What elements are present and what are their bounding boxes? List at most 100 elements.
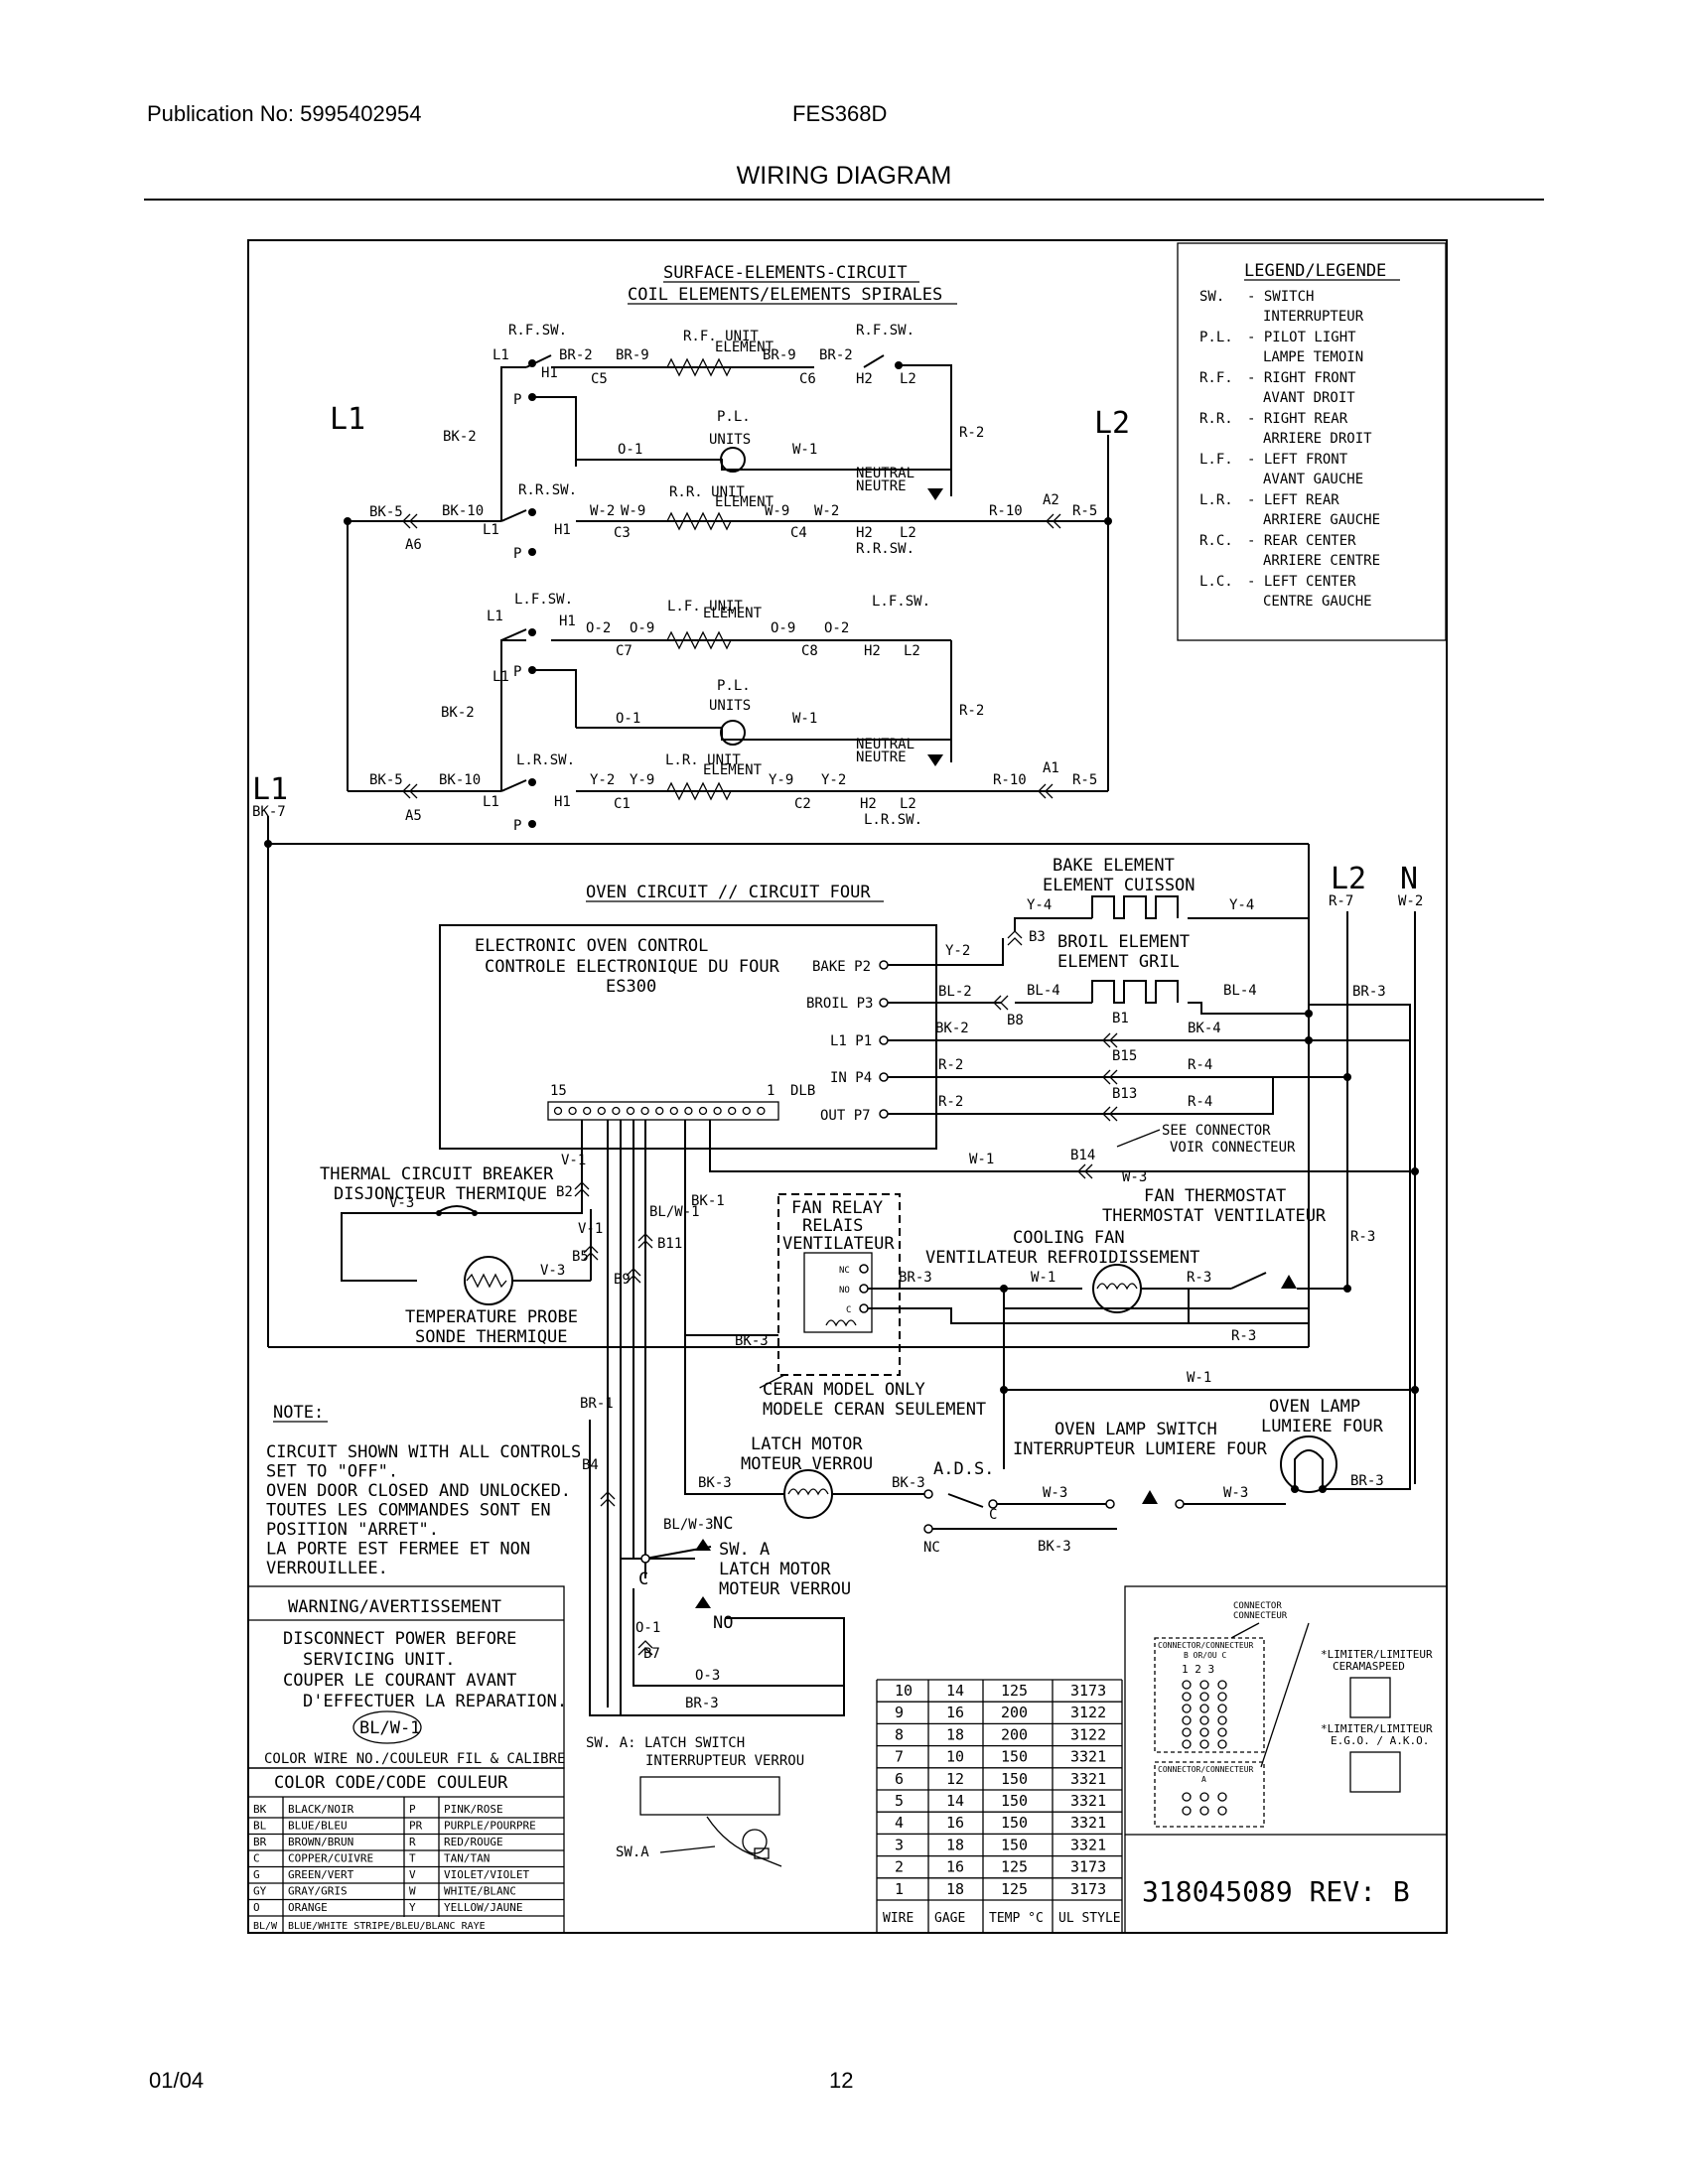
svg-text:O-1: O-1 bbox=[635, 1620, 660, 1636]
svg-text:O-2: O-2 bbox=[824, 620, 849, 636]
svg-text:BR-3: BR-3 bbox=[1350, 1473, 1384, 1489]
legend-text: - LEFT REAR bbox=[1247, 492, 1339, 508]
svg-text:Y-4: Y-4 bbox=[1229, 897, 1254, 913]
svg-text:W-2: W-2 bbox=[590, 503, 615, 519]
svg-text:L1: L1 bbox=[492, 669, 509, 685]
svg-text:NEUTRAL: NEUTRAL bbox=[856, 737, 914, 752]
svg-text:V-1: V-1 bbox=[578, 1221, 603, 1237]
svg-text:L.F.SW.: L.F.SW. bbox=[872, 594, 930, 610]
oven-circuit: L1 BK-7 OVEN CIRCUIT // CIRCUIT FOUR L2 … bbox=[252, 772, 1423, 1867]
svg-text:BK-10: BK-10 bbox=[442, 503, 484, 519]
color-abbr: P bbox=[409, 1803, 416, 1816]
gage-cell: 3173 bbox=[1070, 1682, 1106, 1700]
svg-text:B13: B13 bbox=[1112, 1086, 1137, 1102]
svg-text:B3: B3 bbox=[1029, 929, 1046, 945]
svg-text:ELEMENT GRIL: ELEMENT GRIL bbox=[1057, 952, 1180, 972]
svg-text:R-10: R-10 bbox=[993, 772, 1027, 788]
svg-text:C3: C3 bbox=[614, 525, 631, 541]
svg-text:L1: L1 bbox=[483, 522, 499, 538]
svg-text:R-3: R-3 bbox=[1350, 1229, 1375, 1245]
svg-text:FAN RELAY: FAN RELAY bbox=[791, 1198, 883, 1218]
svg-text:BK-5: BK-5 bbox=[369, 504, 403, 520]
svg-text:B7: B7 bbox=[643, 1646, 660, 1662]
gage-cell: 150 bbox=[1001, 1770, 1028, 1788]
svg-text:BR-3: BR-3 bbox=[685, 1696, 719, 1711]
gage-cell: 18 bbox=[946, 1880, 964, 1898]
note-line: OVEN DOOR CLOSED AND UNLOCKED. bbox=[266, 1481, 571, 1501]
surface-l2-label: L2 bbox=[1094, 406, 1130, 441]
svg-text:CONNECTOR: CONNECTOR bbox=[1233, 1601, 1282, 1611]
svg-text:BROIL ELEMENT: BROIL ELEMENT bbox=[1057, 932, 1190, 952]
gage-cell: 7 bbox=[895, 1748, 904, 1766]
svg-text:BK-10: BK-10 bbox=[439, 772, 481, 788]
legend-text-fr: ARRIERE GAUCHE bbox=[1263, 512, 1380, 528]
gage-cell: 3122 bbox=[1070, 1704, 1106, 1721]
svg-text:L1: L1 bbox=[487, 609, 503, 624]
svg-text:B1: B1 bbox=[1112, 1011, 1129, 1026]
color-abbr: G bbox=[253, 1868, 260, 1881]
svg-text:L1: L1 bbox=[492, 347, 509, 363]
svg-text:ELEMENT CUISSON: ELEMENT CUISSON bbox=[1043, 876, 1196, 895]
publication-number: Publication No: 5995402954 bbox=[147, 101, 422, 126]
svg-text:Y-4: Y-4 bbox=[1027, 897, 1052, 913]
svg-text:L1: L1 bbox=[483, 794, 499, 810]
svg-text:R-5: R-5 bbox=[1072, 503, 1097, 519]
legend-abbr: L.C. bbox=[1199, 574, 1233, 590]
svg-text:OUT P7: OUT P7 bbox=[820, 1108, 871, 1124]
svg-text:BL/W-1: BL/W-1 bbox=[649, 1204, 700, 1220]
svg-text:BK-3: BK-3 bbox=[698, 1475, 732, 1491]
color-abbr: O bbox=[253, 1901, 260, 1914]
gage-cell: 3173 bbox=[1070, 1880, 1106, 1898]
svg-text:W-1: W-1 bbox=[1031, 1270, 1055, 1286]
svg-text:L.F. UNIT: L.F. UNIT bbox=[667, 599, 743, 614]
svg-text:P.L.: P.L. bbox=[717, 678, 751, 694]
svg-text:NEUTRAL: NEUTRAL bbox=[856, 466, 914, 481]
color-abbr: C bbox=[253, 1852, 260, 1865]
svg-text:B2: B2 bbox=[556, 1184, 573, 1200]
svg-text:H2: H2 bbox=[856, 525, 873, 541]
legend-text-fr: AVANT DROIT bbox=[1263, 390, 1355, 406]
svg-text:R-5: R-5 bbox=[1072, 772, 1097, 788]
legend-text-fr: CENTRE GAUCHE bbox=[1263, 594, 1372, 610]
svg-text:A1: A1 bbox=[1043, 760, 1059, 776]
svg-text:COOLING FAN: COOLING FAN bbox=[1013, 1228, 1125, 1248]
svg-text:1: 1 bbox=[767, 1083, 774, 1099]
note-line: LA PORTE EST FERMEE ET NON bbox=[266, 1540, 530, 1560]
legend-text-fr: LAMPE TEMOIN bbox=[1263, 349, 1363, 365]
svg-text:R-3: R-3 bbox=[1231, 1328, 1256, 1344]
svg-text:L.R.SW.: L.R.SW. bbox=[516, 752, 575, 768]
color-name: BROWN/BRUN bbox=[288, 1836, 353, 1848]
color-name: GREEN/VERT bbox=[288, 1868, 354, 1881]
svg-text:UNITS: UNITS bbox=[709, 432, 751, 448]
color-name: VIOLET/VIOLET bbox=[444, 1868, 529, 1881]
connector-detail: CONNECTOR CONNECTEUR CONNECTOR/CONNECTEU… bbox=[1124, 1585, 1448, 1933]
svg-text:NEUTRE: NEUTRE bbox=[856, 478, 907, 494]
svg-text:LUMIERE FOUR: LUMIERE FOUR bbox=[1261, 1417, 1384, 1436]
svg-text:CERAMASPEED: CERAMASPEED bbox=[1333, 1660, 1405, 1673]
svg-text:B11: B11 bbox=[657, 1236, 682, 1252]
gage-cell: 3321 bbox=[1070, 1748, 1106, 1766]
color-name: WHITE/BLANC bbox=[444, 1885, 516, 1898]
svg-text:BR-1: BR-1 bbox=[580, 1396, 614, 1412]
color-name: BLACK/NOIR bbox=[288, 1803, 354, 1816]
svg-text:CONTROLE ELECTRONIQUE DU FOUR: CONTROLE ELECTRONIQUE DU FOUR bbox=[485, 957, 780, 977]
color-abbr: R bbox=[409, 1836, 416, 1848]
svg-text:W-2: W-2 bbox=[814, 503, 839, 519]
svg-text:L.R.SW.: L.R.SW. bbox=[864, 812, 922, 828]
color-abbr: GY bbox=[253, 1885, 267, 1898]
svg-text:C2: C2 bbox=[794, 796, 811, 812]
gage-cell: 3321 bbox=[1070, 1836, 1106, 1853]
warning-line: COUPER LE COURANT AVANT bbox=[283, 1671, 516, 1691]
svg-text:O-2: O-2 bbox=[586, 620, 611, 636]
color-name: PINK/ROSE bbox=[444, 1803, 503, 1816]
legend-box: LEGEND/LEGENDE SW.- SWITCHINTERRUPTEURP.… bbox=[1177, 242, 1447, 641]
note-block: NOTE: CIRCUIT SHOWN WITH ALL CONTROLSSET… bbox=[266, 1403, 581, 1578]
svg-text:318045089 REV: B: 318045089 REV: B bbox=[1142, 1875, 1410, 1908]
svg-text:ES300: ES300 bbox=[606, 977, 656, 997]
svg-text:C: C bbox=[846, 1305, 851, 1315]
svg-text:C5: C5 bbox=[591, 371, 608, 387]
color-abbr: PR bbox=[409, 1820, 423, 1833]
color-name: COPPER/CUIVRE bbox=[288, 1852, 373, 1865]
svg-text:FAN THERMOSTAT: FAN THERMOSTAT bbox=[1144, 1186, 1286, 1206]
legend-text-fr: ARRIERE DROIT bbox=[1263, 431, 1372, 447]
